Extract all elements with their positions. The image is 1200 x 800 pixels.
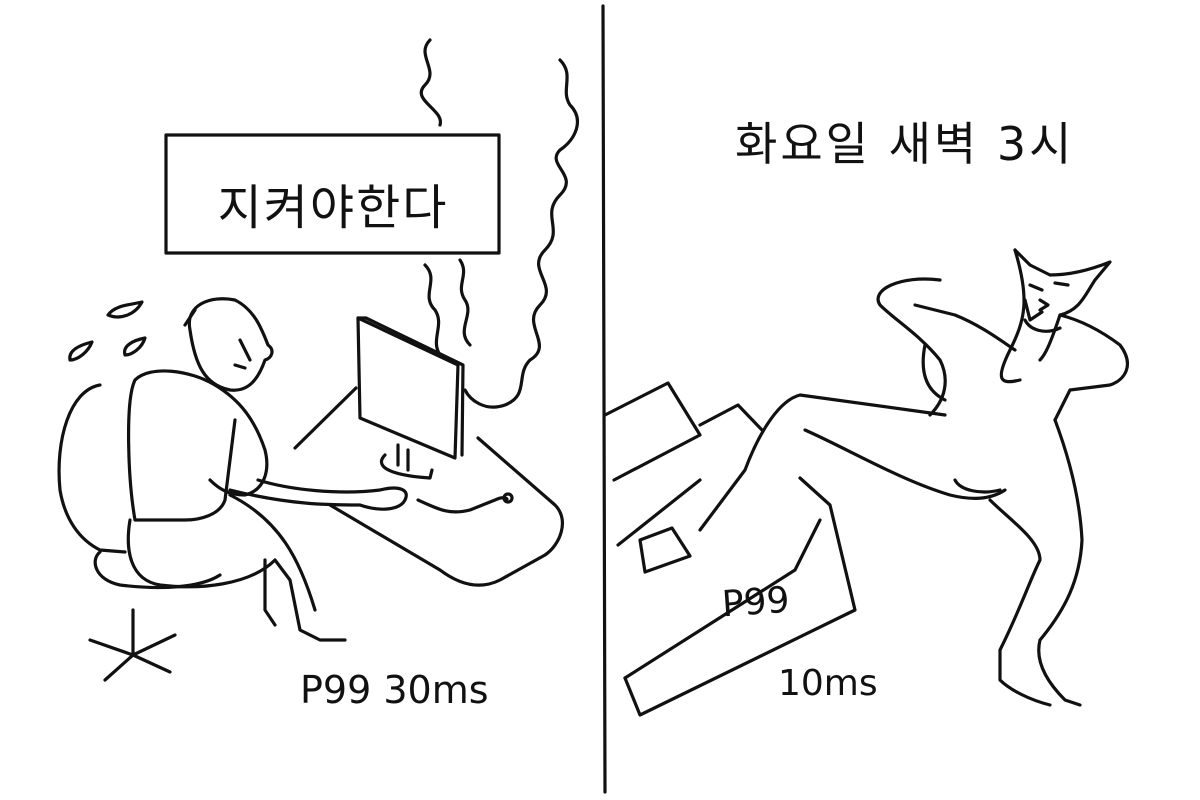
monitor-icon (356, 316, 460, 460)
panel-divider (601, 4, 607, 794)
person-head (187, 297, 274, 392)
latency-label-left: P99 30ms (300, 668, 489, 712)
box-front (623, 476, 857, 717)
sweat-drop-icon (68, 340, 94, 362)
devil-figure (1013, 248, 1112, 362)
card (638, 526, 692, 574)
sweat-drop-icon (106, 300, 144, 319)
chair (57, 383, 127, 554)
sweat-drop-icon (122, 336, 147, 357)
box-label-ms: 10ms (778, 663, 878, 704)
box-back (603, 381, 702, 482)
sign-text: 지켜야한다 (217, 180, 449, 236)
box-label-p99: P99 (720, 579, 791, 626)
desk (293, 386, 565, 587)
smoke-icon (419, 38, 442, 127)
left-panel-drawing (57, 38, 579, 682)
sign-box (164, 133, 501, 255)
time-caption: 화요일 새벽 3시 (735, 117, 1075, 171)
person-torso (127, 369, 237, 522)
right-panel-drawing (603, 248, 1129, 717)
box-middle (698, 403, 764, 432)
